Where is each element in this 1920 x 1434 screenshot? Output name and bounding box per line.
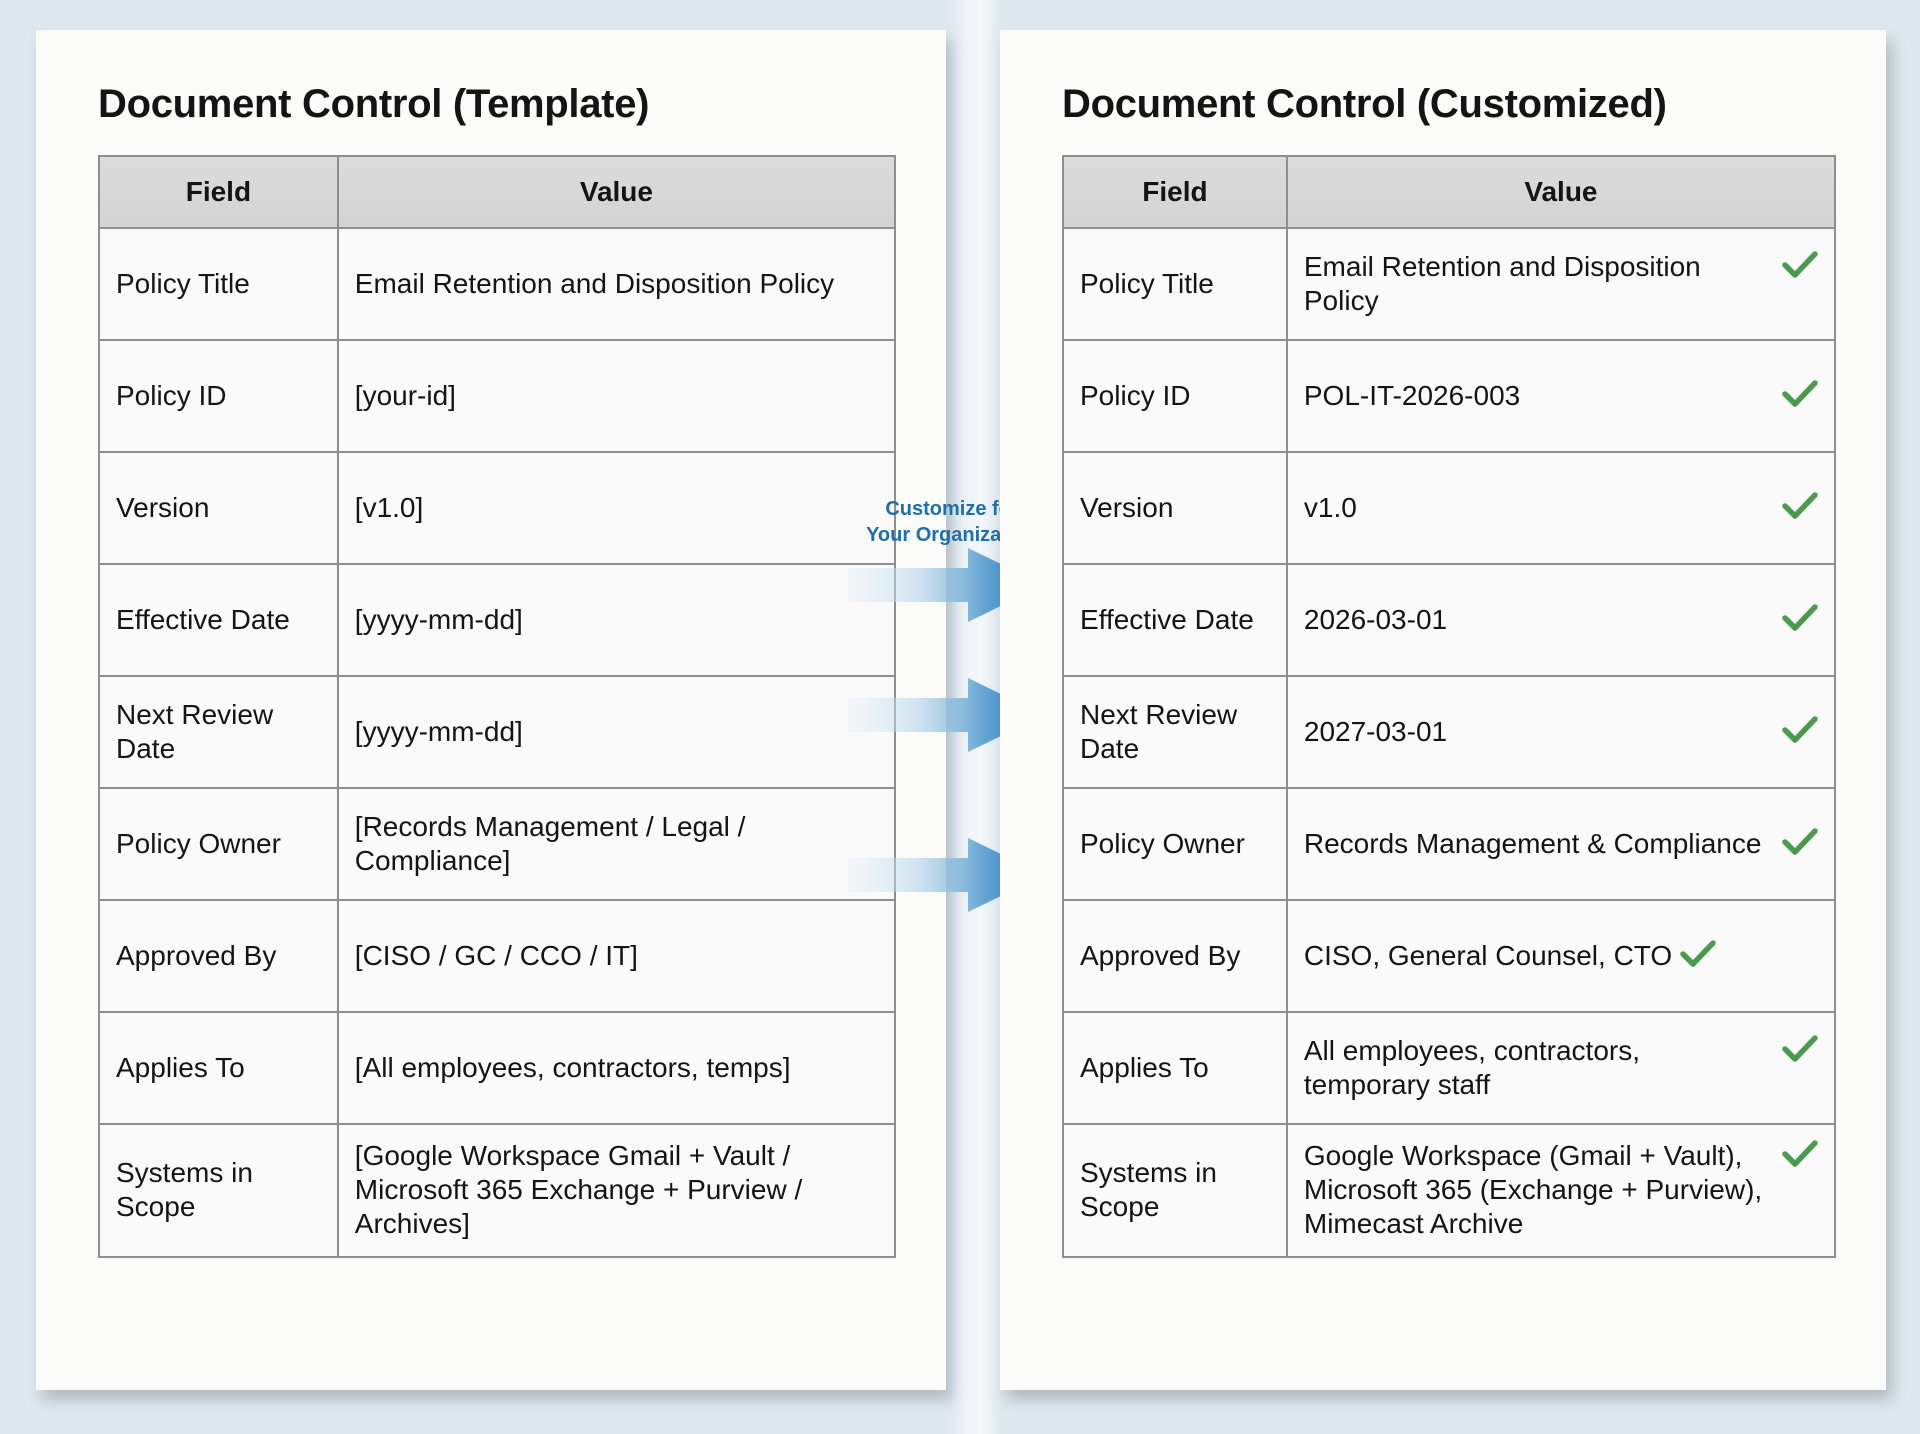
- field-label: Effective Date: [98, 563, 339, 678]
- checkmark-icon: [1782, 603, 1818, 633]
- panel-gap-sheen: [950, 0, 1002, 1434]
- table-row: Next Review Date 2027-03-01: [1062, 675, 1837, 790]
- field-value-cell: POL-IT-2026-003: [1285, 339, 1837, 454]
- field-value: 2027-03-01: [1303, 716, 1448, 748]
- checkmark-icon: [1782, 1139, 1818, 1169]
- checkmark-icon: [1782, 491, 1818, 521]
- field-value: 2026-03-01: [1303, 604, 1448, 636]
- field-value-cell: 2027-03-01: [1285, 675, 1837, 790]
- table-row: Policy Owner Records Management & Compli…: [1062, 787, 1837, 902]
- field-value: All employees, contractors, temporary st…: [1303, 1035, 1641, 1101]
- table-row: Applies To [All employees, contractors, …: [98, 1011, 897, 1126]
- column-header-value: Value: [1285, 154, 1837, 230]
- field-value: [CISO / GC / CCO / IT]: [336, 899, 897, 1014]
- table-row: Policy Title Email Retention and Disposi…: [98, 227, 897, 342]
- customized-panel-title: Document Control (Customized): [1062, 82, 1667, 126]
- customized-table-body: Policy Title Email Retention and Disposi…: [1062, 227, 1837, 1258]
- field-label: Policy Title: [1062, 227, 1288, 342]
- field-value: v1.0: [1303, 492, 1357, 524]
- field-label: Policy Title: [98, 227, 339, 342]
- field-value: [All employees, contractors, temps]: [336, 1011, 897, 1126]
- table-row: Policy Owner [Records Management / Legal…: [98, 787, 897, 902]
- field-value: [v1.0]: [336, 451, 897, 566]
- field-value-cell: Email Retention and Disposition Policy: [1285, 227, 1837, 342]
- table-row: Policy ID [your-id]: [98, 339, 897, 454]
- table-row: Systems in Scope [Google Workspace Gmail…: [98, 1123, 897, 1258]
- field-label: Policy Owner: [98, 787, 339, 902]
- field-value: [Records Management / Legal / Compliance…: [336, 787, 897, 902]
- table-row: Version v1.0: [1062, 451, 1837, 566]
- field-value: [yyyy-mm-dd]: [336, 675, 897, 790]
- field-label: Version: [1062, 451, 1288, 566]
- field-value-cell: v1.0: [1285, 451, 1837, 566]
- template-panel-title: Document Control (Template): [98, 82, 650, 126]
- field-value-cell: Google Workspace (Gmail + Vault), Micros…: [1285, 1123, 1837, 1258]
- template-panel: Document Control (Template) Field Value …: [36, 30, 946, 1390]
- table-header-row: Field Value: [98, 154, 897, 230]
- field-value: Email Retention and Disposition Policy: [1303, 251, 1701, 317]
- table-row: Effective Date [yyyy-mm-dd]: [98, 563, 897, 678]
- checkmark-icon: [1782, 250, 1818, 280]
- checkmark-icon: [1782, 1034, 1818, 1064]
- checkmark-icon: [1782, 715, 1818, 745]
- field-label: Next Review Date: [1062, 675, 1288, 790]
- table-row: Version [v1.0]: [98, 451, 897, 566]
- field-value-cell: All employees, contractors, temporary st…: [1285, 1011, 1837, 1126]
- customized-panel: Document Control (Customized) Field Valu…: [1000, 30, 1886, 1390]
- field-label: Approved By: [98, 899, 339, 1014]
- table-header-row: Field Value: [1062, 154, 1837, 230]
- field-label: Policy Owner: [1062, 787, 1288, 902]
- field-value: [yyyy-mm-dd]: [336, 563, 897, 678]
- field-label: Next Review Date: [98, 675, 339, 790]
- field-label: Effective Date: [1062, 563, 1288, 678]
- field-label: Systems in Scope: [1062, 1123, 1288, 1258]
- field-value: [your-id]: [336, 339, 897, 454]
- field-value: Records Management & Compliance: [1303, 828, 1762, 860]
- field-label: Applies To: [98, 1011, 339, 1126]
- table-row: Next Review Date [yyyy-mm-dd]: [98, 675, 897, 790]
- field-value: POL-IT-2026-003: [1303, 380, 1521, 412]
- table-row: Policy ID POL-IT-2026-003: [1062, 339, 1837, 454]
- table-row: Applies To All employees, contractors, t…: [1062, 1011, 1837, 1126]
- field-value: CISO, General Counsel, CTO: [1303, 940, 1673, 972]
- field-label: Applies To: [1062, 1011, 1288, 1126]
- field-label: Policy ID: [1062, 339, 1288, 454]
- customized-table: Field Value Policy Title Email Retention…: [1062, 154, 1837, 1258]
- table-row: Policy Title Email Retention and Disposi…: [1062, 227, 1837, 342]
- column-header-field: Field: [98, 154, 339, 230]
- field-label: Version: [98, 451, 339, 566]
- field-value: [Google Workspace Gmail + Vault / Micros…: [336, 1123, 897, 1258]
- field-value-cell: Records Management & Compliance: [1285, 787, 1837, 902]
- field-value: Email Retention and Disposition Policy: [336, 227, 897, 342]
- template-table-body: Policy Title Email Retention and Disposi…: [98, 227, 897, 1258]
- table-row: Systems in Scope Google Workspace (Gmail…: [1062, 1123, 1837, 1258]
- field-label: Systems in Scope: [98, 1123, 339, 1258]
- field-value-cell: CISO, General Counsel, CTO: [1285, 899, 1837, 1014]
- field-value: Google Workspace (Gmail + Vault), Micros…: [1303, 1140, 1763, 1240]
- field-label: Policy ID: [98, 339, 339, 454]
- field-value-cell: 2026-03-01: [1285, 563, 1837, 678]
- checkmark-icon: [1782, 379, 1818, 409]
- table-row: Approved By CISO, General Counsel, CTO: [1062, 899, 1837, 1014]
- table-row: Approved By [CISO / GC / CCO / IT]: [98, 899, 897, 1014]
- checkmark-icon: [1680, 939, 1716, 969]
- checkmark-icon: [1782, 827, 1818, 857]
- column-header-field: Field: [1062, 154, 1288, 230]
- field-label: Approved By: [1062, 899, 1288, 1014]
- table-row: Effective Date 2026-03-01: [1062, 563, 1837, 678]
- template-table: Field Value Policy Title Email Retention…: [98, 154, 897, 1258]
- column-header-value: Value: [336, 154, 897, 230]
